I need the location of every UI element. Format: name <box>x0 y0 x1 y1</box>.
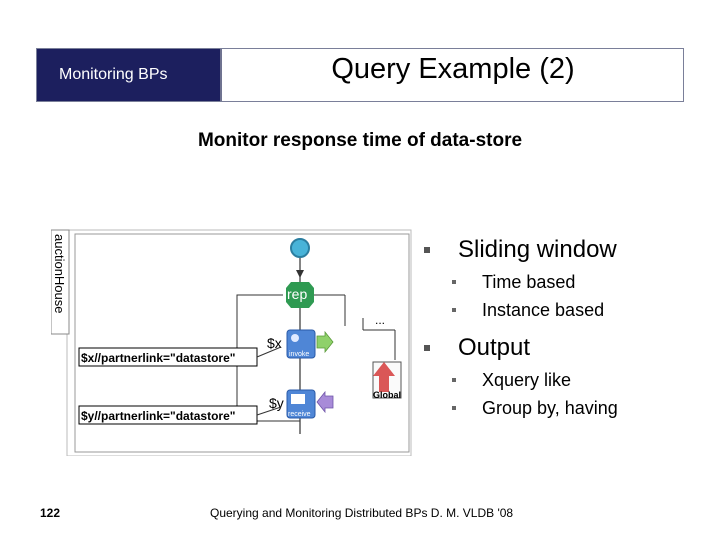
envelope-icon <box>291 394 305 404</box>
slide-subtitle: Monitor response time of data-store <box>197 130 523 151</box>
slide-title: Query Example (2) <box>331 53 575 85</box>
sub-bullet-text: Group by, having <box>482 398 618 418</box>
var-x-label: $x <box>267 335 282 351</box>
sub-bullet-item: Xquery like <box>420 366 710 394</box>
bullet-marker <box>452 378 456 382</box>
sub-bullet-text: Time based <box>482 272 576 292</box>
bullet-marker <box>452 280 456 284</box>
sub-bullet-text: Xquery like <box>482 370 572 390</box>
sub-bullet-text: Instance based <box>482 300 605 320</box>
ellipsis-label: ... <box>375 313 385 327</box>
section-label-box: Monitoring BPs <box>37 49 222 101</box>
pool-label: auctionHouse <box>52 234 67 314</box>
bullet-text: Sliding window <box>458 236 617 263</box>
bullet-marker <box>452 406 456 410</box>
arrow-right-icon <box>316 330 334 354</box>
section-label: Monitoring BPs <box>59 66 168 83</box>
query-y-text: $y//partnerlink="datastore" <box>81 409 235 423</box>
alert-icon <box>373 362 395 392</box>
rep-label: rep <box>287 286 307 302</box>
bullet-item: Sliding window <box>420 232 710 268</box>
sub-bullet-item: Time based <box>420 268 710 296</box>
global-label: Global <box>373 390 401 400</box>
invoke-label: invoke <box>289 351 309 358</box>
bullet-list: Sliding window Time based Instance based… <box>420 232 710 422</box>
page-number: 122 <box>40 506 61 520</box>
rep-loop-icon <box>286 282 314 308</box>
arrow-left-icon <box>316 390 334 414</box>
bullet-marker <box>452 308 456 312</box>
query-x-text: $x//partnerlink="datastore" <box>81 351 235 365</box>
bullet-marker <box>424 247 430 253</box>
gear-icon <box>291 334 299 342</box>
bullet-marker <box>424 345 430 351</box>
receive-label: receive <box>288 411 311 418</box>
process-diagram: auctionHouse rep ... invoke $x $x//partn… <box>51 229 412 456</box>
start-event-icon <box>290 238 310 258</box>
slide-header: Monitoring BPs Query Example (2) <box>36 48 684 102</box>
sub-bullet-item: Group by, having <box>420 394 710 422</box>
footer-citation: Querying and Monitoring Distributed BPs … <box>210 506 514 520</box>
bullet-text: Output <box>458 334 531 361</box>
bullet-item: Output <box>420 330 710 366</box>
sub-bullet-item: Instance based <box>420 296 710 324</box>
pool-label-box <box>51 229 70 335</box>
